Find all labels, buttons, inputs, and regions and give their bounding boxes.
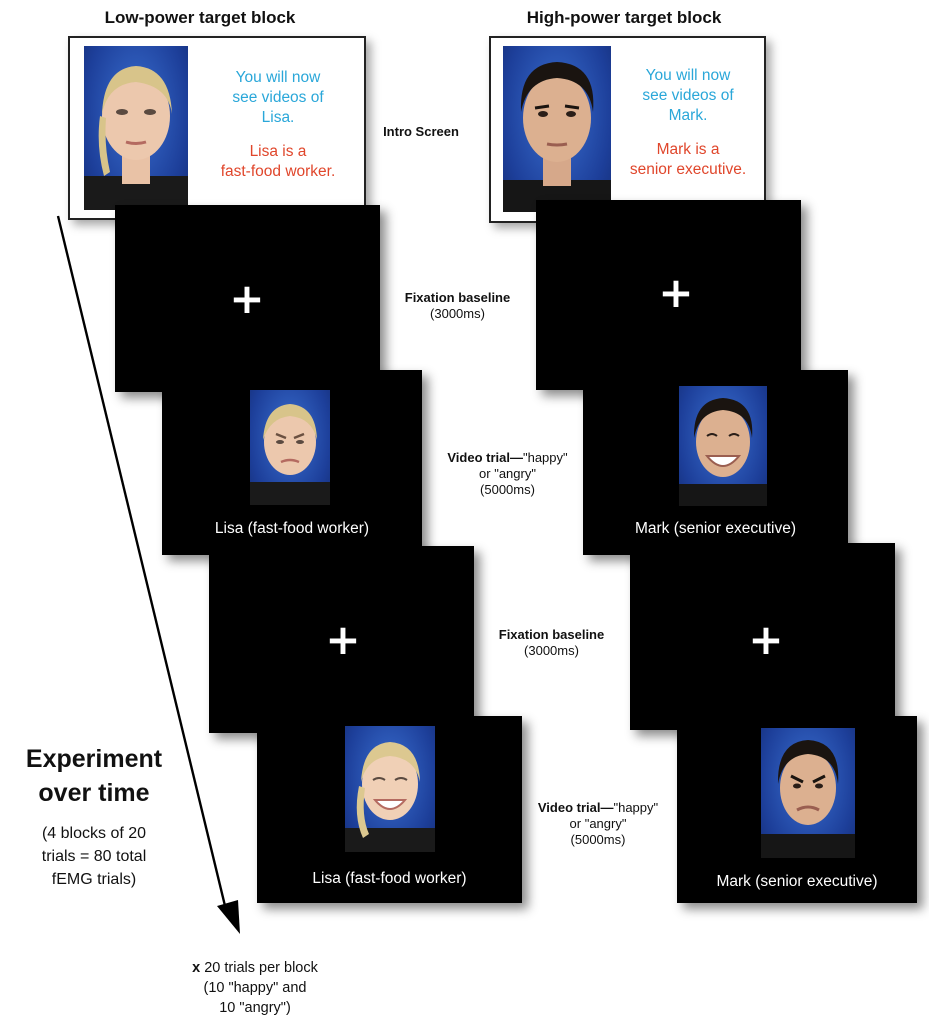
lisa-angry-photo	[250, 390, 330, 505]
lisa-happy-photo	[345, 726, 435, 852]
intro-high-line3: Mark.	[668, 107, 708, 124]
fixation-screen-low-1: +	[115, 205, 380, 392]
fixation-cross: +	[658, 268, 694, 317]
intro-low-line3: Lisa.	[261, 109, 295, 126]
intro-high-line5: senior executive.	[629, 161, 747, 178]
low-power-heading: Low-power target block	[104, 8, 296, 27]
fixation-1-title: Fixation baseline	[404, 290, 511, 305]
fixation-screen-low-2: +	[209, 546, 474, 733]
side-note-line1: (4 blocks of 20	[41, 825, 147, 842]
video-1-happy: "happy"	[522, 450, 568, 465]
video-1-time: (5000ms)	[480, 482, 535, 497]
fixation-2-title: Fixation baseline	[498, 627, 605, 642]
fixation-cross: +	[229, 274, 265, 323]
bottom-line1: 20 trials per block	[200, 960, 318, 976]
bottom-line3: 10 "angry")	[219, 1000, 291, 1016]
experiment-summary-note: (4 blocks of 20 trials = 80 total fEMG t…	[6, 822, 182, 891]
fixation-cross: +	[748, 615, 784, 664]
video-screen-mark-1: Mark (senior executive)	[583, 370, 848, 555]
fixation-screen-high-1: +	[536, 200, 801, 390]
intro-low-line1: You will now	[235, 69, 321, 86]
fixation-screen-high-2: +	[630, 543, 895, 730]
stage-label-video-2: Video trial—"happy" or "angry" (5000ms)	[518, 800, 678, 848]
caption-lisa-2: Lisa (fast-food worker)	[312, 870, 467, 887]
stage-label-fixation-2: Fixation baseline (3000ms)	[474, 627, 629, 659]
intro-low-line4: Lisa is a	[249, 143, 307, 160]
side-note-line2: trials = 80 total	[41, 848, 147, 865]
intro-low-line2: see videos of	[232, 89, 324, 106]
video-2-angry: or "angry"	[569, 816, 627, 831]
video-screen-mark-2: Mark (senior executive)	[677, 716, 917, 903]
side-note-line3: fEMG trials)	[51, 871, 137, 888]
caption-lisa-1: Lisa (fast-food worker)	[214, 520, 370, 537]
fixation-1-time: (3000ms)	[430, 306, 485, 321]
mark-angry-photo	[761, 728, 855, 858]
video-2-happy: "happy"	[613, 800, 659, 815]
stage-label-video-1: Video trial—"happy" or "angry" (5000ms)	[420, 450, 595, 498]
mark-happy-photo	[679, 386, 767, 506]
stage-intro-text: Intro Screen	[383, 124, 459, 139]
caption-mark-2: Mark (senior executive)	[716, 873, 878, 890]
side-title-line2: over time	[38, 779, 150, 807]
intro-high-line1: You will now	[645, 67, 731, 84]
intro-text-low: You will now see videos of Lisa. Lisa is…	[198, 68, 358, 182]
stage-label-fixation-1: Fixation baseline (3000ms)	[380, 290, 535, 322]
intro-screen-low: You will now see videos of Lisa. Lisa is…	[68, 36, 366, 220]
bottom-x: x	[192, 960, 201, 976]
stage-label-intro: Intro Screen	[355, 124, 487, 140]
experiment-over-time-title: Experiment over time	[6, 742, 182, 810]
video-2-time: (5000ms)	[570, 832, 626, 847]
side-title-line1: Experiment	[25, 745, 163, 773]
intro-text-high: You will now see videos of Mark. Mark is…	[617, 66, 759, 180]
fixation-cross: +	[325, 615, 361, 664]
video-screen-lisa-2: Lisa (fast-food worker)	[257, 716, 522, 903]
intro-high-line2: see videos of	[642, 87, 734, 104]
caption-mark-1: Mark (senior executive)	[634, 520, 797, 537]
video-1-title: Video trial—	[447, 450, 523, 465]
intro-high-line4: Mark is a	[656, 141, 720, 158]
intro-screen-high: You will now see videos of Mark. Mark is…	[489, 36, 766, 223]
high-power-heading: High-power target block	[526, 8, 722, 27]
lisa-neutral-photo	[84, 46, 188, 210]
trials-per-block-note: x 20 trials per block (10 "happy" and 10…	[150, 958, 360, 1018]
fixation-2-time: (3000ms)	[524, 643, 579, 658]
bottom-line2: (10 "happy" and	[203, 980, 307, 996]
video-2-title: Video trial—	[537, 800, 614, 815]
intro-low-line5: fast-food worker.	[220, 163, 336, 180]
video-1-angry: or "angry"	[479, 466, 536, 481]
video-screen-lisa-1: Lisa (fast-food worker)	[162, 370, 422, 555]
